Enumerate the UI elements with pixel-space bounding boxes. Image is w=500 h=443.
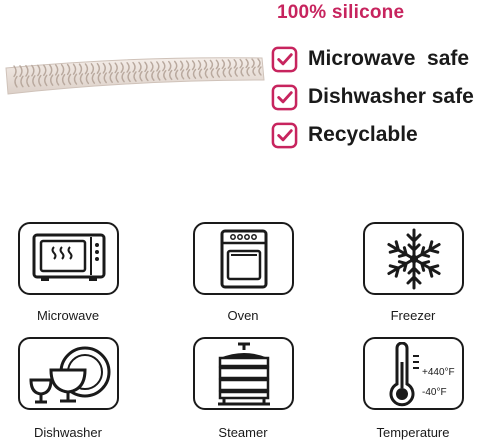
steamer-tile xyxy=(193,337,294,410)
silicone-mold-image xyxy=(5,57,265,95)
temperature-tile: +440°F -40°F xyxy=(363,337,464,410)
temperature-label: Temperature xyxy=(376,425,450,440)
oven-label: Oven xyxy=(227,308,259,323)
feature-label: Dishwasher safe xyxy=(308,85,474,108)
feature-recyclable: Recyclable xyxy=(271,116,474,154)
thermometer-icon xyxy=(389,342,419,407)
dishes-icon xyxy=(28,346,110,403)
freezer-label: Freezer xyxy=(390,308,436,323)
feature-list: Microwave safe Dishwasher safe Recyclabl… xyxy=(271,40,474,154)
steamer-label: Steamer xyxy=(218,425,268,440)
feature-label: Microwave safe xyxy=(308,47,470,70)
snowflake-icon xyxy=(383,228,444,289)
feature-label: Recyclable xyxy=(308,123,418,146)
temperature-max: +440°F xyxy=(422,367,455,378)
oven-icon xyxy=(220,229,267,288)
microwave-label: Microwave xyxy=(36,308,100,323)
microwave-tile xyxy=(18,222,119,295)
oven-tile xyxy=(193,222,294,295)
temperature-min: -40°F xyxy=(422,387,447,398)
freezer-tile xyxy=(363,222,464,295)
feature-dishwasher-safe: Dishwasher safe xyxy=(271,78,474,116)
steamer-icon xyxy=(217,342,270,405)
checkbox-check-icon xyxy=(271,122,298,148)
dishwasher-label: Dishwasher xyxy=(34,425,102,440)
feature-microwave-safe: Microwave safe xyxy=(271,40,474,78)
dishwasher-tile xyxy=(18,337,119,410)
checkbox-check-icon xyxy=(271,84,298,110)
page-title: 100% silicone xyxy=(277,2,405,23)
checkbox-check-icon xyxy=(271,46,298,72)
microwave-icon xyxy=(32,233,105,281)
